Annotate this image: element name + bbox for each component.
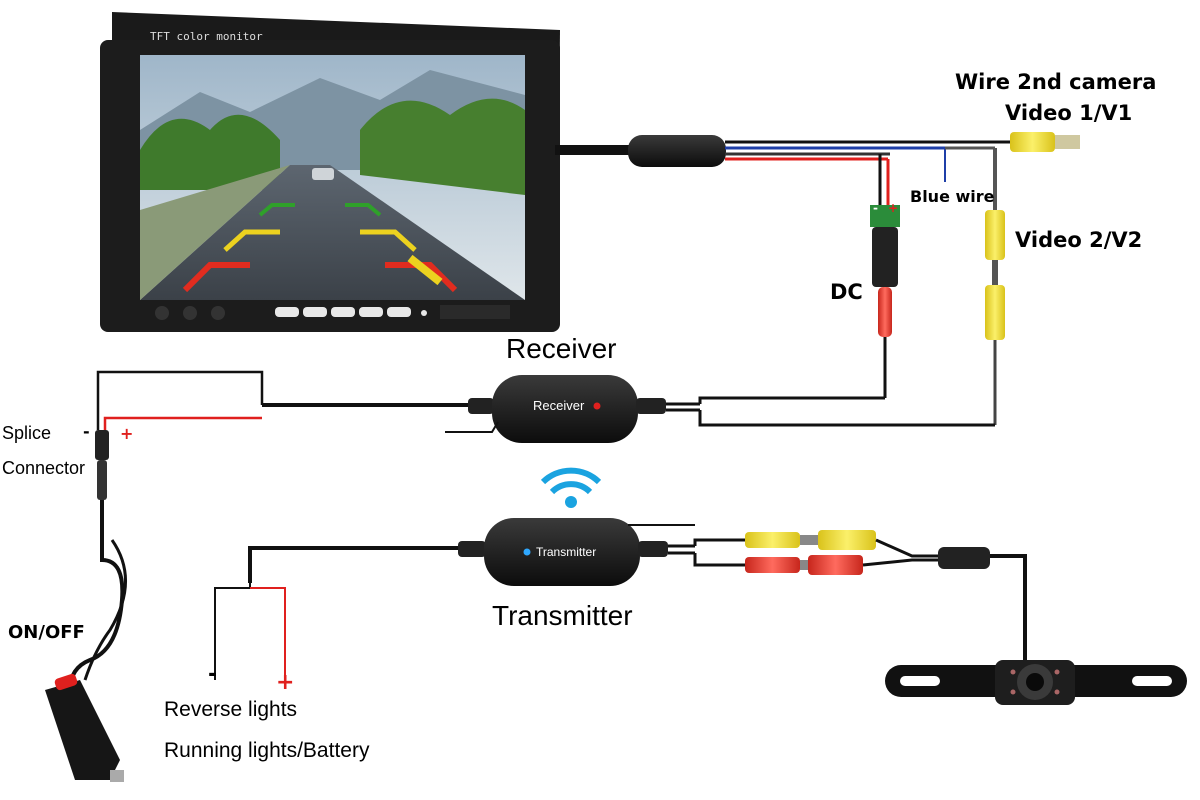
label-video1: Video 1/V1 bbox=[1005, 101, 1133, 125]
label-reverse-lights: Reverse lights bbox=[164, 698, 298, 721]
dc-red-plug bbox=[878, 287, 892, 337]
transmitter-box bbox=[484, 518, 640, 586]
label-blue-wire: Blue wire bbox=[910, 187, 995, 206]
receiver-led bbox=[593, 402, 601, 410]
label-connector: Connector bbox=[2, 458, 86, 478]
monitor-harness bbox=[555, 132, 1080, 425]
label-wire-2nd-camera: Wire 2nd camera bbox=[955, 70, 1157, 94]
label-video2: Video 2/V2 bbox=[1015, 228, 1143, 252]
on-off-switch[interactable] bbox=[54, 673, 79, 691]
monitor-button-minus[interactable] bbox=[359, 307, 383, 317]
cigarette-plug bbox=[45, 680, 120, 780]
label-dc-minus: - bbox=[873, 201, 878, 215]
video1-rca-connector bbox=[1010, 132, 1055, 152]
red-rca-female bbox=[745, 557, 800, 573]
yellow-rca-male bbox=[818, 530, 876, 550]
monitor-button-plus[interactable] bbox=[387, 307, 411, 317]
label-transmitter-title: Transmitter bbox=[492, 600, 633, 631]
label-splice-minus: - bbox=[83, 422, 90, 441]
monitor-knob-3[interactable] bbox=[211, 306, 225, 320]
monitor bbox=[100, 12, 560, 332]
label-plus: + bbox=[276, 670, 295, 695]
monitor-knob-1[interactable] bbox=[155, 306, 169, 320]
receiver-box-label: Receiver bbox=[533, 398, 585, 413]
transmitter-box-label: Transmitter bbox=[536, 545, 597, 559]
guide-red-left bbox=[182, 262, 250, 293]
monitor-button-v1v2[interactable] bbox=[275, 307, 299, 317]
receiver-antenna bbox=[445, 421, 499, 433]
label-dc-plus: + bbox=[888, 201, 899, 215]
label-dc: DC bbox=[830, 280, 863, 304]
guide-yellow-right bbox=[360, 229, 417, 252]
screen-car bbox=[312, 168, 334, 180]
video2-rca-connector bbox=[985, 210, 1005, 260]
receiver-box bbox=[492, 375, 638, 443]
transmitter-unit bbox=[248, 518, 1027, 670]
splice-connector bbox=[95, 430, 109, 460]
monitor-brand-label: TFT color monitor bbox=[150, 30, 263, 43]
screen-trees-left bbox=[140, 114, 280, 190]
camera-connector bbox=[938, 547, 990, 569]
dc-terminal-block bbox=[870, 205, 900, 227]
label-running-lights: Running lights/Battery bbox=[164, 739, 370, 762]
guide-green-right bbox=[345, 203, 382, 217]
dc-jack bbox=[872, 227, 898, 287]
splice-power bbox=[45, 370, 264, 782]
label-splice: Splice bbox=[2, 423, 52, 443]
label-minus: - bbox=[208, 662, 218, 687]
camera-lens bbox=[1026, 673, 1044, 691]
screen-trees-right bbox=[360, 98, 525, 195]
label-splice-plus: + bbox=[120, 424, 134, 443]
yellow-rca-female bbox=[745, 532, 800, 548]
license-plate-camera bbox=[885, 660, 1187, 705]
monitor-power-led bbox=[421, 310, 427, 316]
red-rca-male bbox=[808, 555, 863, 575]
transmitter-led bbox=[523, 548, 531, 556]
label-receiver-title: Receiver bbox=[506, 333, 617, 364]
receiver-unit bbox=[262, 375, 995, 443]
guide-green-left bbox=[258, 203, 295, 217]
monitor-button-2[interactable] bbox=[303, 307, 327, 317]
monitor-knob-2[interactable] bbox=[183, 306, 197, 320]
reverse-light-wires bbox=[214, 583, 286, 680]
guide-yellow-left bbox=[223, 229, 280, 252]
label-on-off: ON/OFF bbox=[8, 622, 85, 643]
monitor-button-menu[interactable] bbox=[331, 307, 355, 317]
guide-red-right bbox=[385, 262, 458, 293]
wifi-icon bbox=[540, 467, 602, 508]
video2-rca-plug bbox=[985, 285, 1005, 340]
harness-junction bbox=[628, 135, 726, 167]
